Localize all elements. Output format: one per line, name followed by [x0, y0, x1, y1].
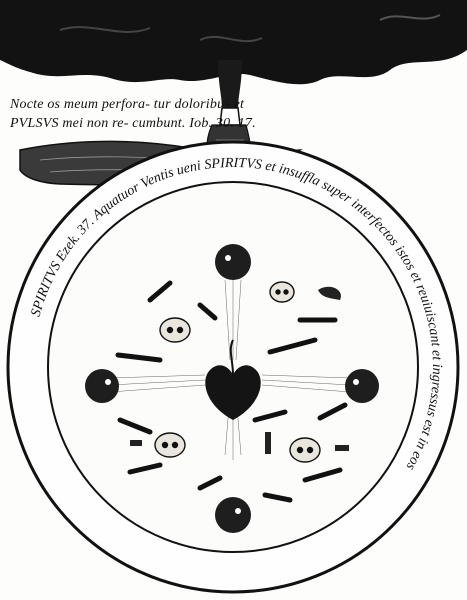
bone-6 — [317, 402, 348, 421]
bone-1 — [147, 280, 173, 303]
bone-5 — [117, 417, 153, 435]
storm-cloud — [0, 0, 467, 85]
skulls — [154, 281, 321, 463]
bone-7 — [127, 462, 163, 475]
skull-3 — [154, 432, 186, 458]
flaming-heart — [205, 339, 261, 420]
skull-1 — [269, 281, 295, 303]
wind-rays — [109, 275, 351, 460]
wind-head-right — [345, 369, 379, 403]
bone-fragments — [130, 286, 349, 454]
wind-head-top — [215, 244, 251, 280]
bone-9 — [197, 302, 218, 321]
wind-head-left — [85, 369, 119, 403]
bone-3 — [267, 337, 318, 355]
bone-10 — [252, 409, 288, 423]
caption-line-2: PVLSVS mei non re- cumbunt. Iob. 30. 17. — [10, 116, 256, 131]
skull-2 — [159, 317, 191, 343]
bone-11 — [197, 475, 223, 491]
bone-12 — [262, 492, 293, 503]
bones — [115, 280, 348, 503]
caption-line-1: Nocte os meum perfora- tur doloribus et — [10, 97, 245, 112]
wind-head-bottom — [215, 497, 251, 533]
skull-4 — [289, 437, 321, 463]
bone-8 — [302, 467, 343, 483]
bone-2 — [115, 352, 163, 363]
